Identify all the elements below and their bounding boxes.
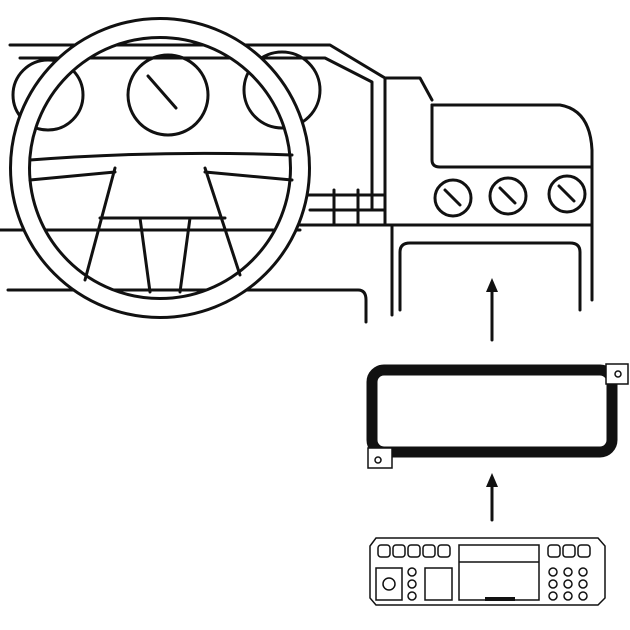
- radio-tuner-panel: [424, 567, 453, 601]
- radio-unit: [369, 537, 606, 606]
- small-gauge-1: [433, 178, 473, 218]
- radio-top-buttons: [377, 544, 591, 558]
- radio-display: [458, 544, 540, 601]
- small-gauge-2: [488, 176, 528, 216]
- arrow-to-frame: [486, 473, 498, 522]
- small-gauge-3: [547, 174, 587, 214]
- dashboard: [0, 43, 594, 324]
- gauge-left: [11, 58, 85, 132]
- arrow-to-dashboard: [486, 278, 498, 342]
- steering-wheel: [9, 17, 311, 319]
- speedometer: [126, 53, 210, 137]
- radio-volume-knob-panel: [375, 567, 403, 601]
- mounting-frame: [366, 363, 629, 469]
- instrument-gauges: [11, 50, 587, 218]
- gauge-right: [242, 50, 322, 130]
- radio-keypad: [548, 567, 588, 601]
